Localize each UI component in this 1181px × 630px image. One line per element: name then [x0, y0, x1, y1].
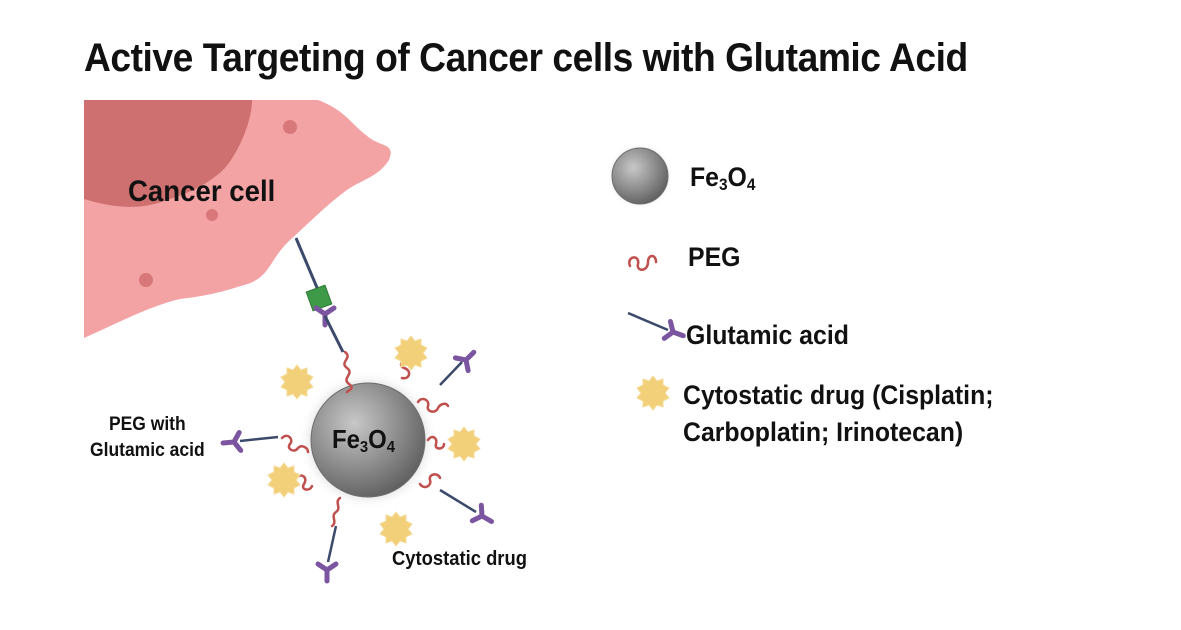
legend-fe3o4-mid: O [727, 162, 747, 192]
cancer-cell-label: Cancer cell [128, 175, 276, 208]
legend-peg-label: PEG [688, 242, 741, 272]
legend-fe3o4-core-icon [611, 147, 669, 205]
cancer-cell-nucleus [84, 100, 252, 207]
drug-particle [267, 462, 301, 498]
legend-cytostatic-line1: Cytostatic drug (Cisplatin; [683, 380, 994, 410]
cytostatic-drug-label: Cytostatic drug [392, 548, 527, 570]
fe3o4-core [310, 382, 426, 498]
drug-particle [280, 364, 314, 400]
peg-chain [294, 474, 314, 491]
peg-chain [343, 350, 353, 394]
legend-fe3o4-sub2: 4 [746, 175, 756, 195]
peg-with-label-line1: PEG with [108, 414, 186, 435]
legend-cytostatic-label: Cytostatic drug (Cisplatin; Carboplatin;… [683, 377, 994, 451]
peg-with-label-line2: Glutamic acid [90, 440, 205, 461]
drug-particle [447, 426, 481, 462]
legend-drug-icon [636, 375, 670, 411]
receptor-square [305, 284, 333, 312]
glutamic-acid-marker [455, 346, 480, 371]
peg-chain [418, 473, 442, 489]
core-formula-label: Fe3O4 [332, 424, 395, 457]
drug-particle [379, 511, 413, 547]
peg-with-glutamic-label: PEG with Glutamic acid [90, 412, 205, 464]
core-formula-sub1: 3 [359, 438, 369, 457]
peg-chain [416, 397, 450, 413]
cancer-cell-dot [283, 120, 297, 134]
core-formula-sub2: 4 [386, 438, 396, 457]
diagram-title: Active Targeting of Cancer cells with Gl… [84, 36, 968, 80]
core-formula-base: Fe [332, 424, 360, 454]
peg-chain [280, 434, 310, 454]
receptor-binding [294, 237, 345, 353]
cancer-cell-dot [139, 273, 153, 287]
legend-fe3o4-label: Fe3O4 [690, 162, 755, 195]
legend-cytostatic-line2: Carboplatin; Irinotecan) [683, 417, 964, 447]
legend-fe3o4-sub1: 3 [718, 175, 728, 195]
peg-chain [426, 435, 446, 450]
legend-glutamic-line [627, 311, 669, 332]
glutamic-acid-marker [318, 564, 336, 581]
nanoparticle [298, 370, 438, 510]
legend-peg-icon [628, 254, 658, 271]
legend-fe3o4-base: Fe [690, 162, 719, 192]
core-formula-mid: O [368, 424, 387, 454]
legend-glutamic-icon [664, 321, 686, 344]
glutamic-acid-linkers [222, 346, 496, 581]
legend-icons [607, 143, 686, 411]
legend-glutamic-label: Glutamic acid [686, 320, 849, 350]
glutamic-acid-marker [472, 505, 496, 529]
peg-chain [330, 496, 342, 528]
cancer-cell-dot [206, 209, 218, 221]
cancer-cell [84, 100, 391, 338]
glutamic-acid-marker [222, 433, 241, 452]
